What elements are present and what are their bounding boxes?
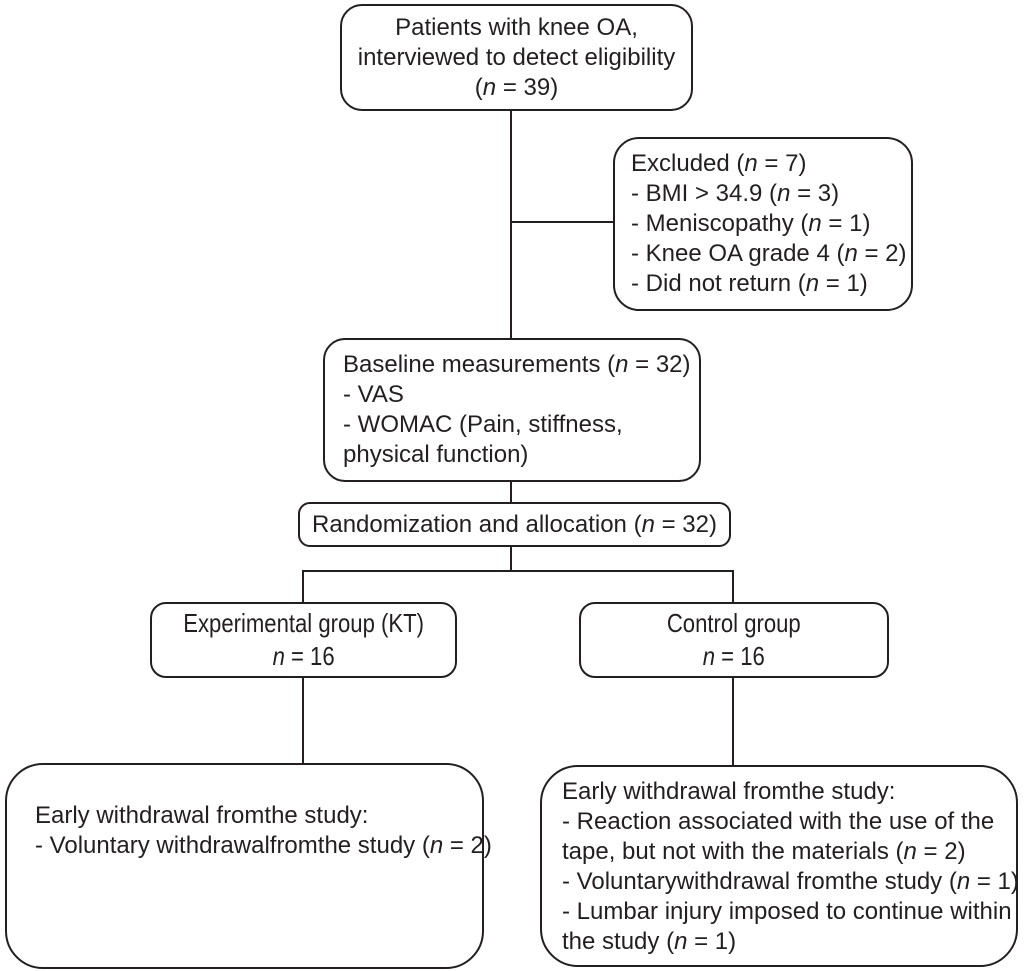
connector-allocation-branch: [302, 570, 734, 572]
box-eligibility: Patients with knee OA,interviewed to det…: [340, 4, 693, 111]
connector-control-to-withdrawal: [732, 678, 734, 765]
box-withdrawal-experimental: Early withdrawal fromthe study:- Volunta…: [5, 763, 492, 969]
connector-branch-to-experimental: [302, 571, 304, 602]
connector-eligibility-to-baseline: [510, 111, 512, 338]
connector-randomization-stub: [510, 547, 512, 571]
connector-branch-to-control: [732, 571, 734, 602]
connector-branch-to-excluded: [511, 221, 613, 223]
connector-experimental-to-withdrawal: [302, 678, 304, 763]
experimental-group-lines: Experimental group (KT)n = 16: [183, 608, 424, 671]
box-excluded: Excluded (n = 7)- BMI > 34.9 (n = 3)- Me…: [613, 137, 913, 311]
box-withdrawal-control: Early withdrawal fromthe study:- Reactio…: [540, 765, 1019, 967]
box-baseline-measurements: Baseline measurements (n = 32)- VAS- WOM…: [323, 338, 701, 482]
box-randomization: Randomization and allocation (n = 32): [298, 502, 731, 547]
connector-baseline-to-randomization: [510, 481, 512, 502]
box-experimental-group: Experimental group (KT)n = 16: [150, 602, 457, 678]
